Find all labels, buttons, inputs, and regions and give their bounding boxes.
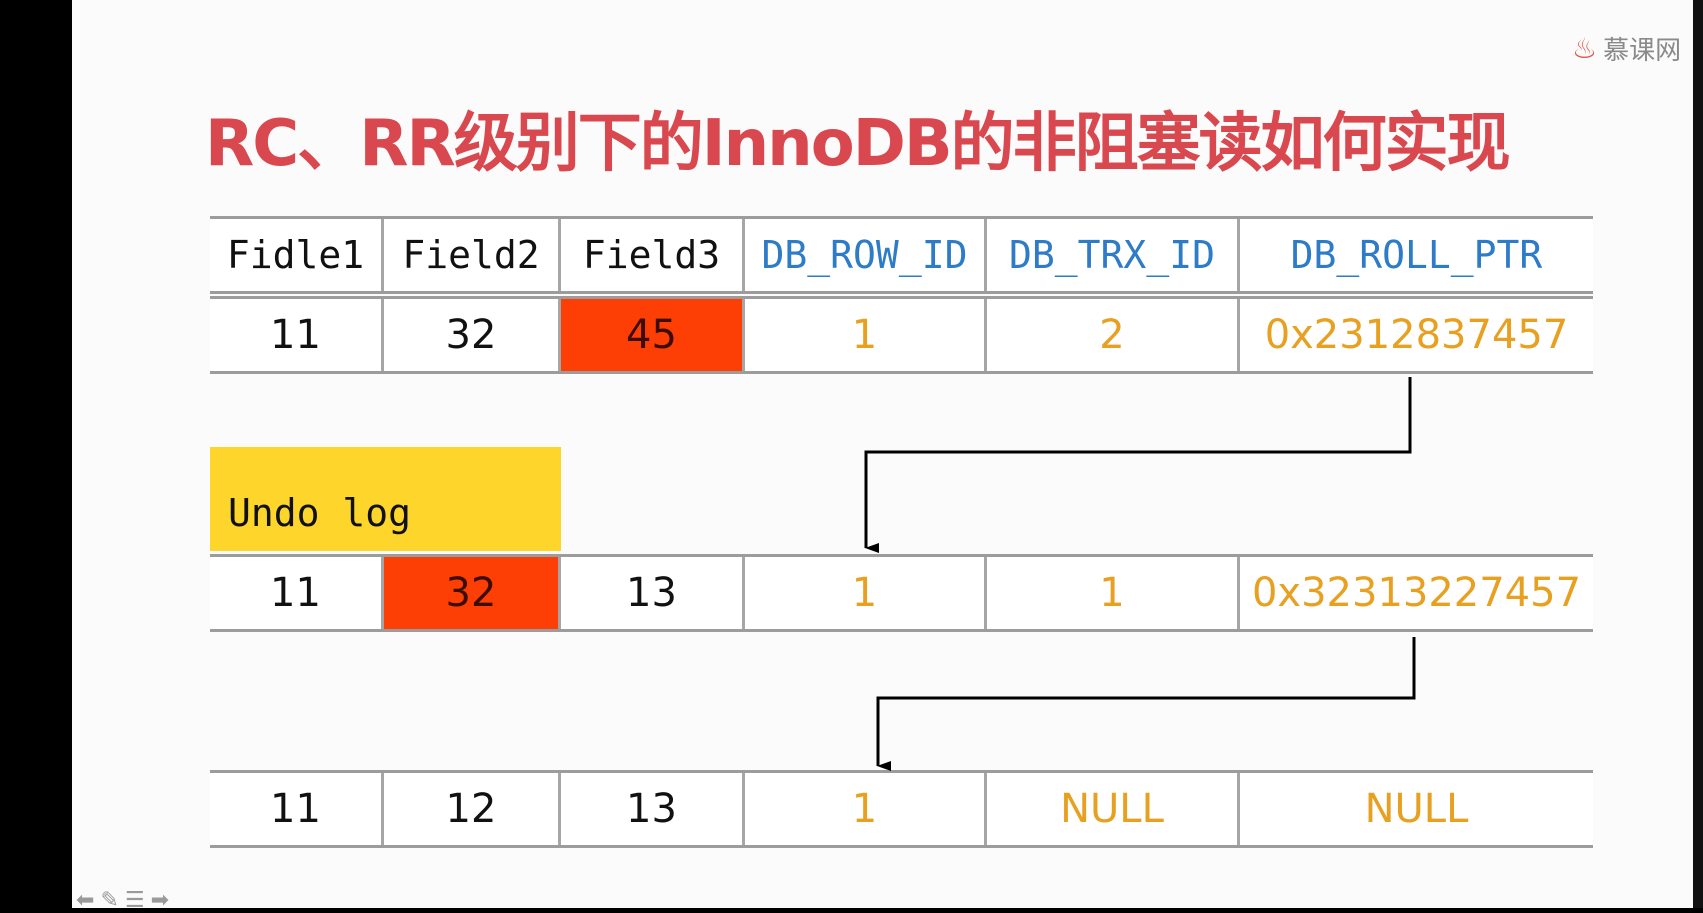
undo2-db-trx-id: NULL	[987, 773, 1240, 845]
roll-ptr-arrow-1	[864, 377, 1412, 553]
header-db-trx-id: DB_TRX_ID	[987, 219, 1240, 291]
right-black-bar	[1693, 0, 1703, 908]
flame-icon: ♨	[1572, 32, 1598, 65]
undo1-db-row-id: 1	[745, 557, 987, 629]
current-field2: 32	[384, 299, 561, 371]
left-black-bar	[0, 0, 72, 908]
header-field2: Field2	[384, 219, 561, 291]
forward-arrow-icon[interactable]: ➡	[150, 888, 170, 913]
undo-row-2: 11 12 13 1 NULL NULL	[210, 770, 1593, 848]
current-row: 11 32 45 1 2 0x2312837457	[210, 296, 1593, 374]
logo-text: 慕课网	[1603, 36, 1682, 66]
undo2-db-row-id: 1	[745, 773, 987, 845]
header-db-roll-ptr: DB_ROLL_PTR	[1290, 233, 1543, 277]
undo1-field1: 11	[210, 557, 384, 629]
undo2-field3: 13	[561, 773, 745, 845]
header-field1: Fidle1	[210, 219, 384, 291]
undo1-field2-highlighted: 32	[384, 557, 561, 629]
menu-icon[interactable]: ☰	[124, 888, 145, 913]
logo: ♨ 慕课网	[1572, 30, 1681, 67]
undo2-field1: 11	[210, 773, 384, 845]
back-arrow-icon[interactable]: ⬅	[76, 888, 95, 913]
header-db-row-id: DB_ROW_ID	[745, 219, 987, 291]
current-field3-highlighted: 45	[561, 299, 745, 371]
current-db-roll-ptr: 0x2312837457	[1264, 312, 1569, 358]
table-header-row: Fidle1 Field2 Field3 DB_ROW_ID DB_TRX_ID…	[210, 216, 1593, 294]
roll-ptr-arrow-2	[876, 637, 1416, 771]
undo2-db-roll-ptr: NULL	[1364, 786, 1469, 832]
current-db-trx-id: 2	[987, 299, 1240, 371]
undo-row-1: 11 32 13 1 1 0x32313227457	[210, 554, 1593, 632]
undo2-field2: 12	[384, 773, 561, 845]
pen-icon[interactable]: ✎	[100, 888, 119, 913]
undo-log-label: Undo log	[210, 447, 561, 551]
undo1-field3: 13	[561, 557, 745, 629]
slide-title: RC、RR级别下的InnoDB的非阻塞读如何实现	[205, 107, 1511, 181]
current-db-row-id: 1	[745, 299, 987, 371]
undo1-db-roll-ptr: 0x32313227457	[1251, 570, 1582, 616]
current-field1: 11	[210, 299, 384, 371]
slide-toolbar: ⬅ ✎ ☰ ➡	[76, 888, 169, 913]
undo1-db-trx-id: 1	[987, 557, 1240, 629]
header-field3: Field3	[561, 219, 745, 291]
